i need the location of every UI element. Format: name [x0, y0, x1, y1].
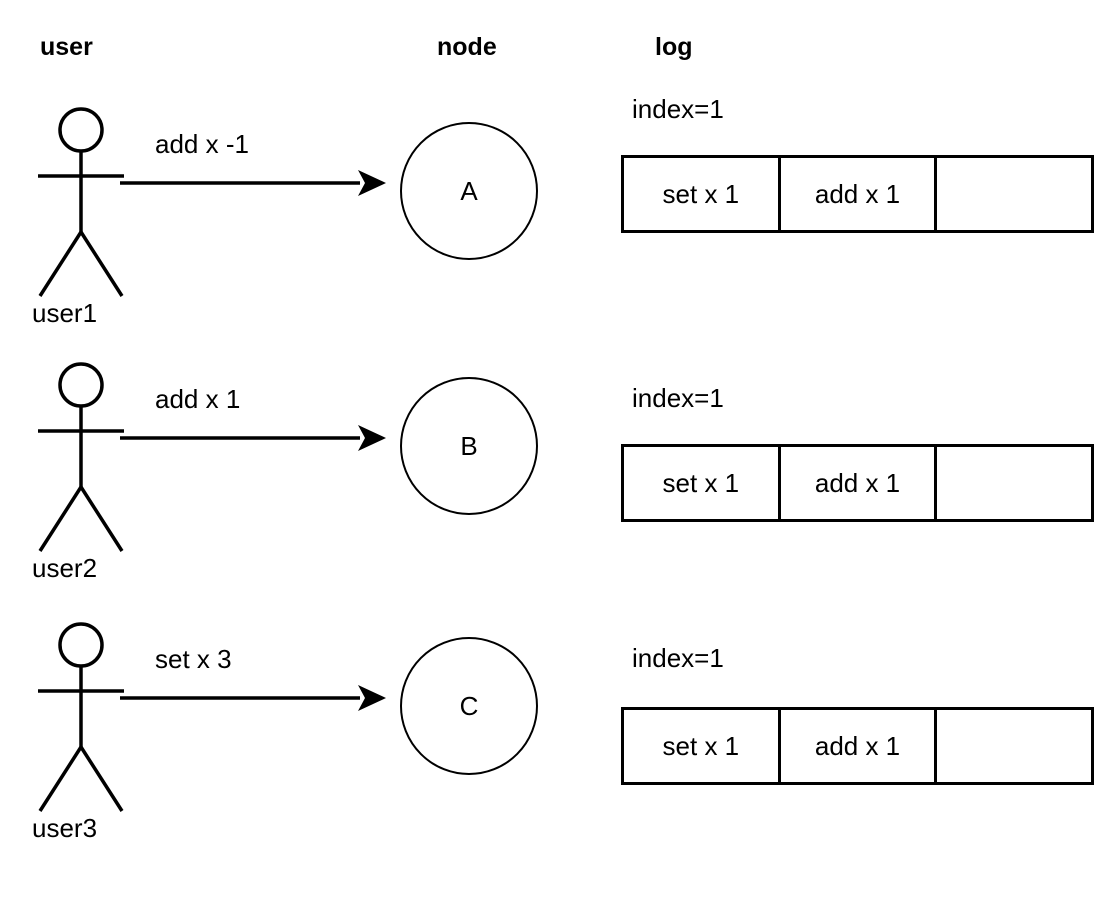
diagram-row: user3 set x 3 C index=1 set x 1 add x 1 — [0, 605, 1118, 895]
node-label: C — [459, 691, 479, 721]
node-circle: A — [400, 122, 538, 260]
arrow-right-icon — [118, 423, 388, 453]
stick-figure-icon — [30, 355, 140, 560]
log-index-label: index=1 — [632, 94, 724, 124]
diagram-row: user2 add x 1 B index=1 set x 1 add x 1 — [0, 345, 1118, 635]
log-cell: add x 1 — [781, 158, 938, 230]
log-cell: add x 1 — [781, 710, 938, 782]
column-header-log: log — [655, 33, 693, 61]
log-table: set x 1 add x 1 — [621, 444, 1094, 522]
edge-label: add x 1 — [155, 384, 241, 414]
node-label: A — [460, 176, 478, 206]
actor-label: user2 — [32, 553, 98, 583]
arrow-right-icon — [118, 168, 388, 198]
log-cell: set x 1 — [624, 158, 781, 230]
column-header-user: user — [40, 33, 93, 61]
log-table: set x 1 add x 1 — [621, 707, 1094, 785]
diagram-row: user1 add x -1 A index=1 set x 1 add x 1 — [0, 90, 1118, 380]
node-circle: C — [400, 637, 538, 775]
log-cell — [937, 710, 1091, 782]
log-table: set x 1 add x 1 — [621, 155, 1094, 233]
edge-label: add x -1 — [155, 129, 249, 159]
actor-label: user1 — [32, 298, 98, 328]
log-cell — [937, 158, 1091, 230]
log-cell: add x 1 — [781, 447, 938, 519]
log-index-label: index=1 — [632, 643, 724, 673]
node-label: B — [460, 431, 478, 461]
arrow-right-icon — [118, 683, 388, 713]
column-header-node: node — [437, 33, 497, 61]
log-index-label: index=1 — [632, 383, 724, 413]
edge-label: set x 3 — [155, 644, 232, 674]
log-cell: set x 1 — [624, 710, 781, 782]
actor-label: user3 — [32, 813, 98, 843]
node-circle: B — [400, 377, 538, 515]
stick-figure-icon — [30, 100, 140, 305]
stick-figure-icon — [30, 615, 140, 820]
log-cell — [937, 447, 1091, 519]
log-cell: set x 1 — [624, 447, 781, 519]
